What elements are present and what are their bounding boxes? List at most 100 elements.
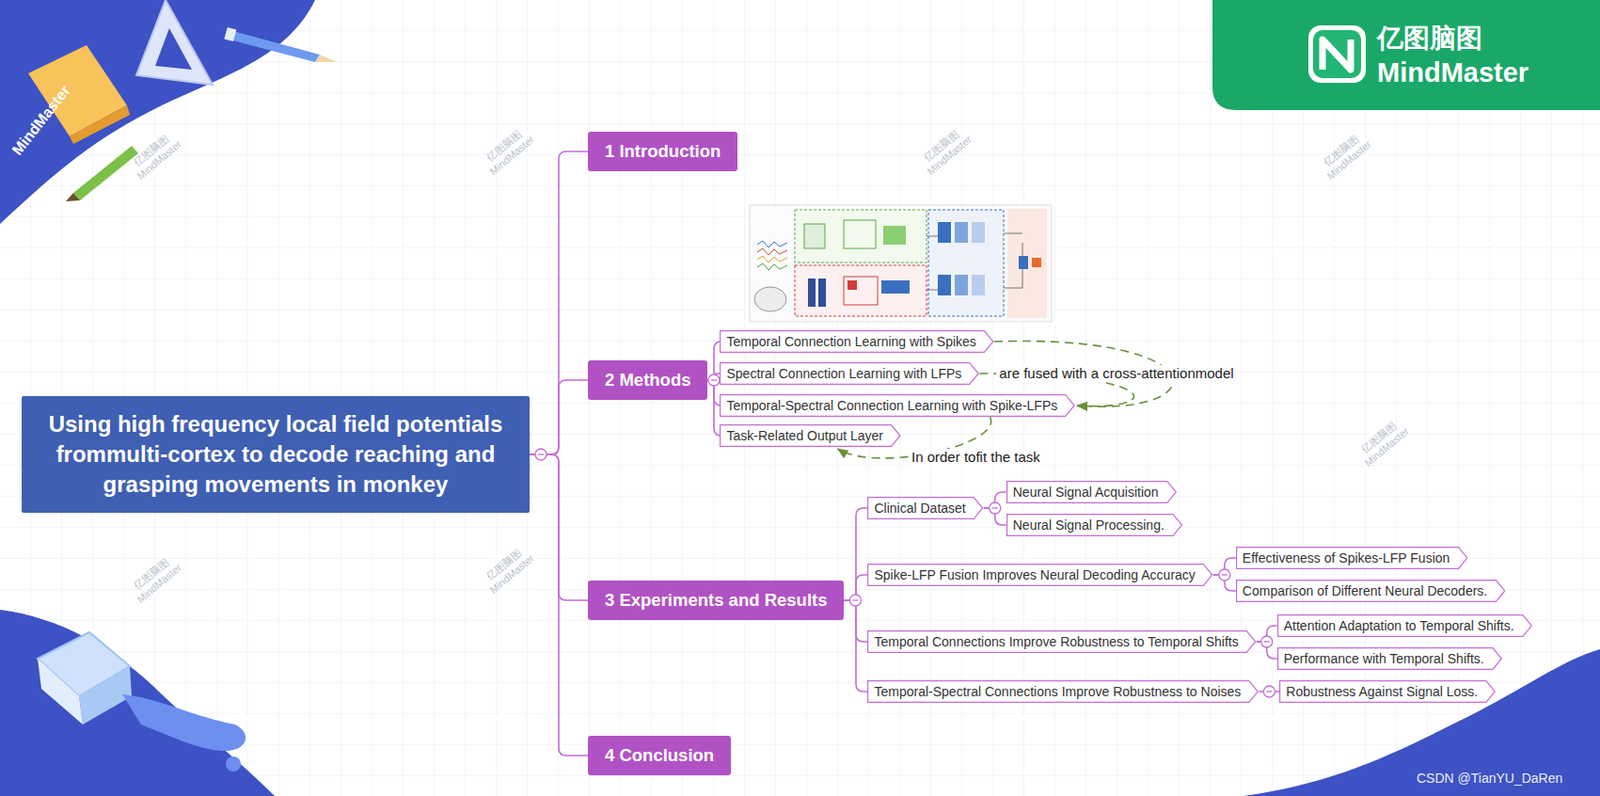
watermark: 亿图脑图 MindMaster [124,126,186,185]
watermark: 亿图脑图 MindMaster [476,540,539,599]
topic-text: Neural Signal Processing. [1013,517,1165,533]
main-topic: 4 Conclusion [587,735,731,776]
collapse-minus [1221,573,1228,575]
subtopic: Temporal Connections Improve Robustness … [867,630,1256,653]
collapse-toggle [989,502,1001,514]
topic-text: Spectral Connection Learning with LFPs [726,365,962,381]
collapse-toggle [1219,569,1231,581]
topic-text: 3 Experiments and Results [604,589,827,610]
subtopic-border [720,363,980,385]
topic-text: 2 Methods [604,369,691,390]
main-topic: 1 Introduction [587,131,738,172]
subtopic-border [1006,514,1182,537]
subtopic-border [868,631,1256,653]
collapse-toggle [708,374,720,386]
footer-credit: CSDN @TianYU_DaRen [1416,770,1563,786]
subtopic-border [1280,681,1496,703]
subtopic: Temporal Connection Learning with Spikes [719,330,994,353]
topic-text: Temporal-Spectral Connection Learning wi… [726,397,1058,413]
branch-line [1258,690,1280,693]
subtopic: Effectiveness of Spikes-LFP Fusion [1235,546,1468,570]
subtopic-border [868,681,1259,703]
topic-text: Attention Adaptation to Temporal Shifts. [1283,617,1515,634]
ink-bottle [37,632,246,772]
topic-text: Effectiveness of Spikes-LFP Fusion [1242,550,1450,566]
branch-line [529,380,588,455]
subtopic-border [720,331,994,353]
watermark: 亿图脑图 MindMaster [1314,126,1376,185]
subtopic-border [720,395,1076,417]
subtopic: Spike-LFP Fusion Improves Neural Decodin… [867,563,1213,587]
main-topic: 2 Methods [587,360,708,400]
brand-panel [1212,0,1600,111]
brand-icon [1308,25,1366,83]
topic-text: Task-Related Output Layer [726,427,884,444]
subtopic-border [1006,481,1176,504]
corner-wave [1243,649,1600,796]
subtopic: Clinical Dataset [867,496,983,520]
subtopic: Temporal-Spectral Connections Improve Ro… [867,680,1259,703]
topic-text: 4 Conclusion [604,744,714,765]
subtopic: Temporal-Spectral Connection Learning wi… [719,394,1076,417]
collapse-minus [711,379,717,381]
blue-pencil [223,27,337,63]
branch-line [529,151,588,455]
relation-label: In order tofit the task [908,448,1044,466]
collapse-toggle [535,448,547,460]
method-figure [749,205,1052,322]
brand-name: MindMaster [1377,56,1529,89]
subtopic-border [1277,648,1502,670]
topic-text: Temporal Connection Learning with Spikes [726,333,976,349]
topic-text: Spike-LFP Fusion Improves Neural Decodin… [873,567,1195,583]
root-topic: Using high frequency local field potenti… [21,396,530,513]
branch-line [706,380,722,436]
subtopic: Attention Adaptation to Temporal Shifts. [1277,614,1533,637]
collapse-minus [1266,690,1272,692]
topic-text: Clinical Dataset [873,500,966,516]
topic-text: Comparison of Different Neural Decoders. [1242,583,1488,599]
topic-text: Using high frequency local field potenti… [48,411,504,497]
topic-text: Neural Signal Acquisition [1013,484,1159,500]
triangle-ruler [136,0,213,85]
topic-text: Performance with Temporal Shifts. [1283,650,1485,666]
relation-label: are fused with a cross-attentionmodel [996,364,1236,382]
subtopic: Comparison of Different Neural Decoders. [1235,579,1505,602]
watermark: 亿图脑图 MindMaster [1351,413,1413,472]
branch-line [843,600,868,692]
subtopic-border [868,564,1213,587]
corner-wave [0,0,316,224]
collapse-minus [538,453,544,455]
subtopic-border [720,425,901,447]
brand-name: 亿图脑图 [1377,22,1483,55]
collapse-minus [1264,640,1270,642]
main-topic: 3 Experiments and Results [587,580,844,620]
subtopic: Spectral Connection Learning with LFPs [719,362,980,385]
collapse-toggle [1261,635,1273,648]
topic-text: Temporal Connections Improve Robustness … [873,633,1238,650]
subtopic-border [1235,547,1467,570]
subtopic: Performance with Temporal Shifts. [1277,647,1503,670]
collapse-minus [852,599,858,601]
watermark: 亿图脑图 MindMaster [476,122,539,180]
collapse-minus [992,506,999,508]
subtopic: Task-Related Output Layer [719,424,902,447]
branch-line [843,507,868,601]
subtopic-border [1235,580,1505,602]
corner-brand: MindMaster [9,81,75,159]
subtopic: Neural Signal Acquisition [1006,480,1177,504]
topic-text: Robustness Against Signal Loss. [1285,683,1478,699]
subtopic: Neural Signal Processing. [1006,513,1183,537]
watermark: 亿图脑图 MindMaster [124,550,186,608]
subtopic: Robustness Against Signal Loss. [1279,680,1496,703]
topic-text: Temporal-Spectral Connections Improve Ro… [873,683,1241,699]
branch-line [529,454,588,756]
topic-text: 1 Introduction [604,141,721,161]
collapse-toggle [849,594,861,606]
green-pencil [65,145,139,202]
corner-wave [0,609,275,796]
collapse-toggle [1263,685,1275,698]
subtopic-border [868,497,983,520]
subtopic-border [1277,615,1532,637]
